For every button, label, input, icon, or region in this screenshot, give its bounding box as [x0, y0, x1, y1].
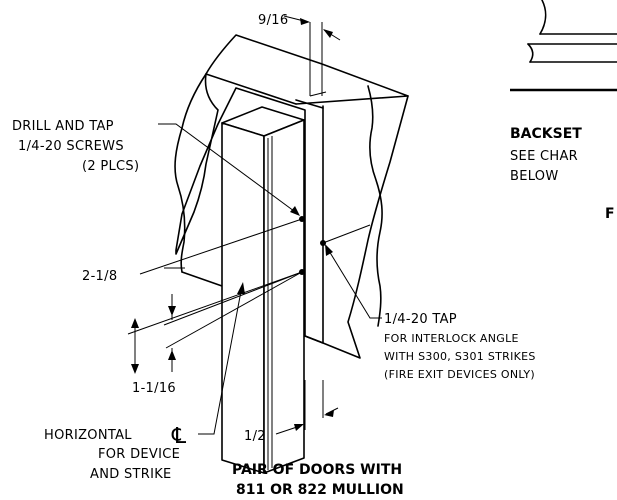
label-drill-and-tap: DRILL AND TAP — [12, 119, 114, 134]
centerline-symbol: ℄ — [171, 424, 187, 449]
label-for-interlock-angle: FOR INTERLOCK ANGLE — [384, 332, 519, 345]
caption-line-2: 811 OR 822 MULLION — [236, 482, 404, 498]
label-screws: 1/4-20 SCREWS — [18, 139, 124, 154]
label-partial-letter: F — [605, 206, 615, 222]
label-backset: BACKSET — [510, 126, 582, 142]
section-view-partial — [510, 0, 617, 92]
label-and-strike: AND STRIKE — [90, 467, 172, 482]
dimension-1-2 — [275, 380, 339, 435]
label-2-1-8: 2-1/8 — [82, 269, 117, 284]
dimension-9-16 — [283, 15, 341, 96]
door-panel — [174, 34, 409, 359]
label-2-plcs: (2 PLCS) — [82, 159, 139, 174]
label-tap: 1/4-20 TAP — [384, 312, 457, 327]
label-fire-exit-devices: (FIRE EXIT DEVICES ONLY) — [384, 368, 535, 381]
label-see-chart: SEE CHAR — [510, 149, 578, 164]
leaders — [158, 123, 382, 435]
dimension-2-1-8 — [131, 267, 185, 374]
label-for-device: FOR DEVICE — [98, 447, 180, 462]
label-below: BELOW — [510, 169, 559, 184]
door-edge — [295, 91, 327, 344]
label-1-1-16: 1-1/16 — [132, 381, 176, 396]
mullion — [221, 106, 305, 474]
label-1-2: 1/2 — [244, 429, 266, 444]
label-9-16: 9/16 — [258, 13, 288, 28]
label-horizontal: HORIZONTAL — [44, 428, 132, 443]
caption-line-1: PAIR OF DOORS WITH — [232, 462, 402, 478]
label-with-strikes: WITH S300, S301 STRIKES — [384, 350, 536, 363]
extension-lines — [127, 218, 371, 349]
